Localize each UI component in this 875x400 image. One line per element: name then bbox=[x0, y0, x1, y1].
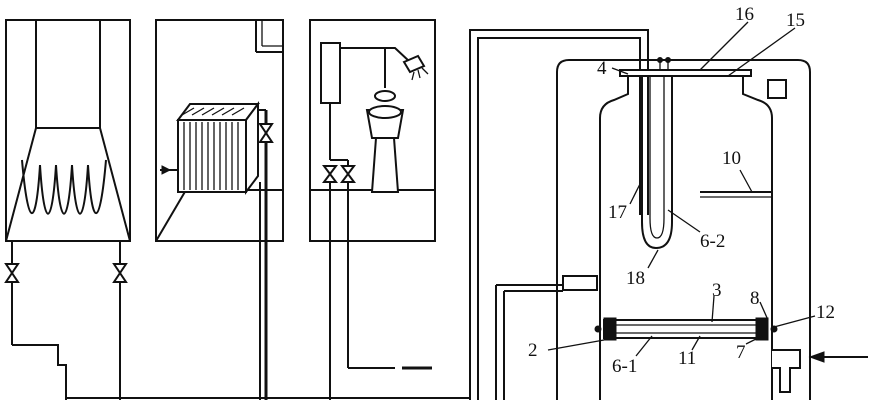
valve-icon bbox=[112, 263, 128, 283]
u-tube-outer bbox=[641, 76, 673, 250]
storage-tank-assembly bbox=[469, 29, 868, 400]
label-16: 16 bbox=[735, 4, 754, 25]
label-15: 15 bbox=[786, 10, 805, 31]
label-12: 12 bbox=[816, 302, 835, 323]
label-17: 17 bbox=[608, 202, 627, 223]
vent-fitting bbox=[767, 79, 787, 99]
label-11: 11 bbox=[678, 348, 696, 369]
label-2: 2 bbox=[528, 340, 538, 361]
label-7: 7 bbox=[736, 342, 746, 363]
panel-air-heater bbox=[4, 19, 131, 400]
valve-icon bbox=[340, 165, 356, 183]
label-3: 3 bbox=[712, 280, 722, 301]
radiator bbox=[176, 101, 260, 195]
shower-head-icon bbox=[402, 54, 429, 81]
label-18: 18 bbox=[626, 268, 645, 289]
wall-heater-box bbox=[320, 42, 341, 104]
u-tube-inner bbox=[649, 76, 665, 239]
partition-plate bbox=[603, 319, 767, 339]
label-10: 10 bbox=[722, 148, 741, 169]
valve-icon bbox=[322, 165, 338, 183]
top-cover bbox=[619, 69, 752, 77]
flow-arrow-icon bbox=[808, 351, 868, 363]
leader-lines bbox=[547, 21, 816, 357]
label-4: 4 bbox=[597, 58, 607, 79]
valve-icon bbox=[4, 263, 20, 283]
label-6-2: 6-2 bbox=[700, 231, 725, 252]
label-8: 8 bbox=[750, 288, 760, 309]
label-6-1: 6-1 bbox=[612, 356, 637, 377]
outer-casing bbox=[556, 59, 811, 400]
seal-left bbox=[603, 317, 617, 341]
panel-radiator bbox=[155, 19, 284, 400]
valve-icon bbox=[258, 123, 274, 143]
seal-right bbox=[755, 317, 769, 341]
panel-washroom bbox=[309, 19, 436, 400]
heating-coil bbox=[21, 159, 107, 215]
basin bbox=[365, 90, 405, 193]
